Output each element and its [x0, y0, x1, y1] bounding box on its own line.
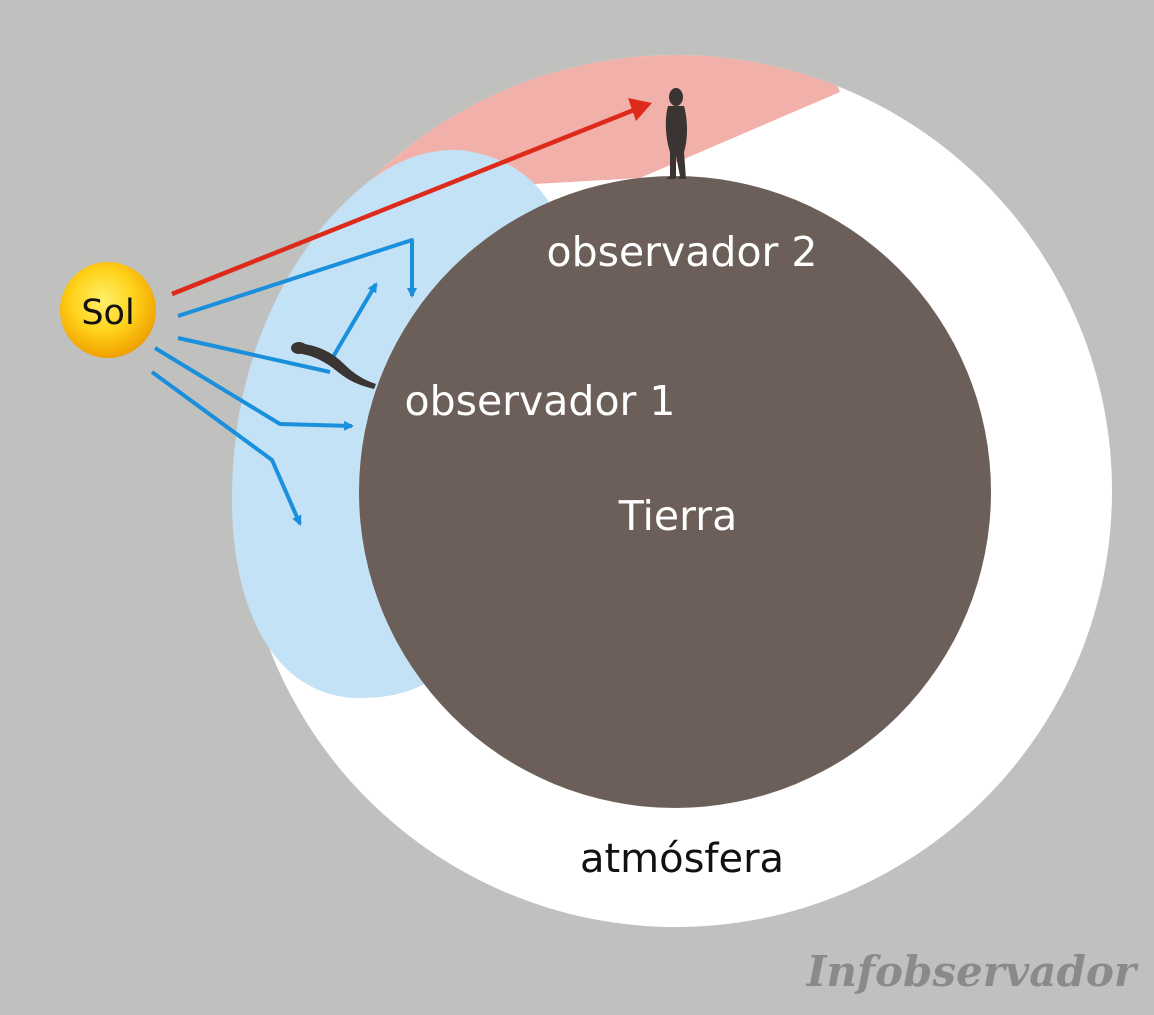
observer-1-label: observador 1 [404, 377, 675, 425]
sun-label: Sol [81, 293, 134, 333]
sun-disk [60, 262, 156, 358]
blue-ray-3 [153, 346, 354, 431]
earth-disk [359, 176, 991, 808]
red-arrowhead [628, 98, 652, 121]
blue-scattered-rays [150, 238, 417, 526]
observer-2-label: observador 2 [546, 228, 817, 276]
red-direct-ray [171, 98, 652, 297]
sun: Sol [60, 262, 156, 358]
brand-watermark: Infobservador [806, 947, 1139, 996]
reclining-person-icon [291, 342, 376, 389]
blue-ray-2-scatter [328, 282, 378, 364]
atmosphere-label: atmósfera [580, 836, 784, 882]
blue-ray-1 [177, 238, 417, 318]
blue-ray-4 [150, 370, 302, 526]
standing-person-icon [665, 88, 687, 179]
earth-label: Tierra [618, 492, 738, 540]
blue-ray-2 [177, 336, 331, 374]
